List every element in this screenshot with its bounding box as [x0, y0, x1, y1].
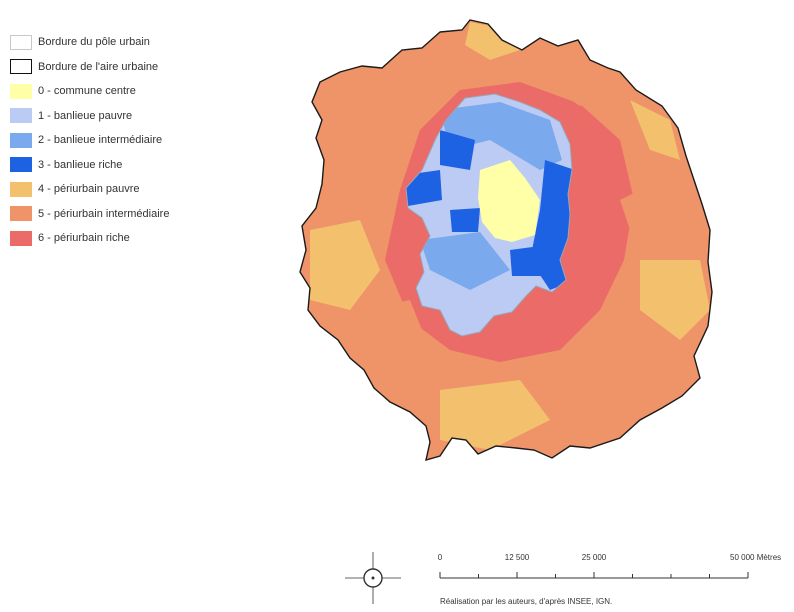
- legend-label: Bordure du pôle urbain: [38, 36, 150, 49]
- legend-swatch: [10, 230, 32, 246]
- legend-label: 3 - banlieue riche: [38, 158, 123, 171]
- legend-swatch: [10, 34, 32, 50]
- legend-swatch: [10, 83, 32, 99]
- banlieue-intermediaire-zone: [420, 232, 510, 290]
- legend-item: 1 - banlieue pauvre: [10, 104, 270, 129]
- legend-item: 4 - périurbain pauvre: [10, 177, 270, 202]
- legend-swatch: [10, 108, 32, 124]
- legend-swatch: [10, 157, 32, 173]
- legend-item: 2 - banlieue intermédiaire: [10, 128, 270, 153]
- legend-item: 0 - commune centre: [10, 79, 270, 104]
- commune-centre-zone: [478, 160, 540, 242]
- legend-swatch: [10, 132, 32, 148]
- legend-item: Bordure de l'aire urbaine: [10, 55, 270, 80]
- legend-label: 2 - banlieue intermédiaire: [38, 134, 163, 147]
- scale-tick-label: 0: [438, 553, 443, 562]
- scale-bar: 0 12 500 25 000 50 000 Mètres: [438, 553, 781, 579]
- periurban-poor-zone: [310, 220, 380, 310]
- legend-item: 3 - banlieue riche: [10, 153, 270, 178]
- banlieue-riche-zone: [510, 246, 542, 276]
- banlieue-intermediaire-zone: [440, 102, 562, 170]
- periurban-mid-zone: [540, 40, 620, 106]
- legend-swatch: [10, 206, 32, 222]
- periurban-poor-zone: [440, 380, 550, 450]
- periurban-mid-zone: [620, 180, 690, 260]
- banlieue-riche-zone: [450, 208, 480, 232]
- periurban-mid-zone: [580, 340, 670, 410]
- north-arrow-compass-icon: [345, 552, 401, 604]
- legend-swatch: [10, 181, 32, 197]
- legend-label: 1 - banlieue pauvre: [38, 109, 133, 122]
- scale-tick-label: 25 000: [582, 553, 607, 562]
- legend-swatch: [10, 59, 32, 75]
- banlieue-riche-zone: [440, 130, 475, 170]
- periurban-mid-zone: [350, 300, 430, 380]
- scale-tick-label: 50 000 Mètres: [730, 553, 781, 562]
- legend-label: Bordure de l'aire urbaine: [38, 60, 159, 73]
- legend-item: 5 - périurbain intermédiaire: [10, 202, 270, 227]
- scale-tick-label: 12 500: [505, 553, 530, 562]
- legend-label: 5 - périurbain intermédiaire: [38, 207, 170, 220]
- urban-area-map: [299, 19, 713, 461]
- periurban-poor-zone: [640, 260, 710, 340]
- legend-label: 6 - périurbain riche: [38, 232, 130, 245]
- legend-item: Bordure du pôle urbain: [10, 30, 270, 55]
- legend-label: 0 - commune centre: [38, 85, 136, 98]
- legend-label: 4 - périurbain pauvre: [38, 183, 140, 196]
- legend-item: 6 - périurbain riche: [10, 226, 270, 251]
- periurban-poor-zone: [630, 100, 680, 160]
- map-credit: Réalisation par les auteurs, d'après INS…: [440, 597, 613, 606]
- periurban-mid-zone: [320, 130, 390, 220]
